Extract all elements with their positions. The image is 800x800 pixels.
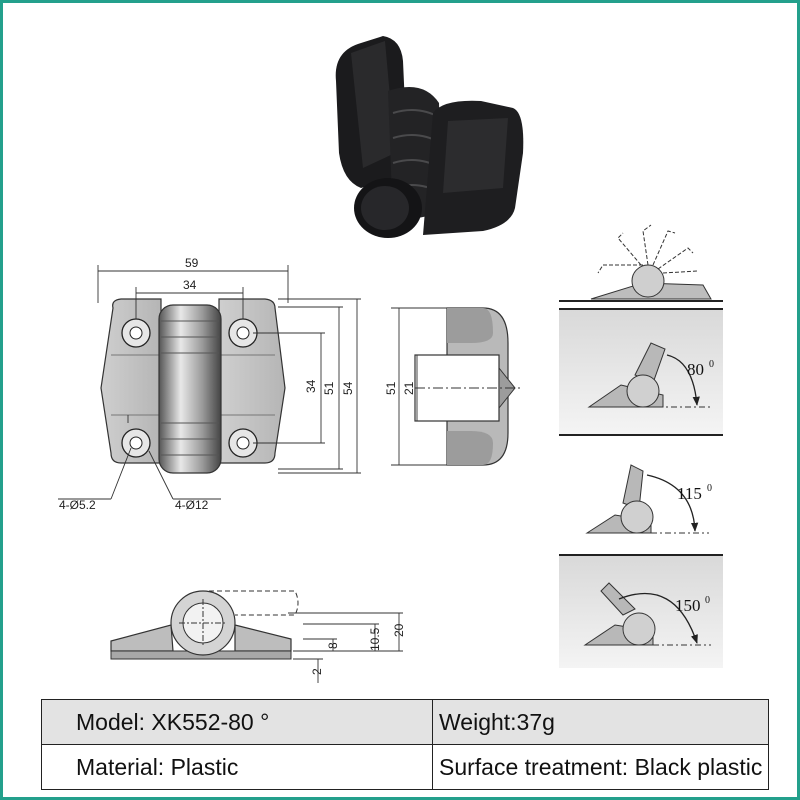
angle-80-value: 80 [687,360,704,379]
angle-115-value: 115 [677,484,702,503]
bottom-view: 20 10.5 8 2 [110,590,406,683]
dim-21: 21 [402,381,416,395]
hole-large-label: 4-Ø12 [175,498,209,512]
surface-cell: Surface treatment: Black plastic [432,744,769,790]
weight-cell: Weight:37g [432,699,769,745]
hole-small-label: 4-Ø5.2 [59,498,96,512]
dim-8: 8 [326,642,340,649]
dim-10-5: 10.5 [368,627,382,651]
angle-panel-80: 80 0 [559,308,723,436]
side-view: 51 21 [384,307,523,466]
dim-54: 54 [341,381,355,395]
dim-51-front: 51 [322,381,336,395]
dim-51-side: 51 [384,381,398,395]
angle-150-unit: 0 [705,595,710,606]
angle-panel-115: 115 0 [559,464,723,556]
spec-row: Material: Plastic Surface treatment: Bla… [41,744,769,790]
front-view: 59 34 34 51 54 4-Ø5.2 4-Ø12 [58,256,361,512]
dim-34-horizontal: 34 [183,278,197,292]
angle-150-value: 150 [675,596,701,615]
dim-20: 20 [392,623,406,637]
spec-row: Model: XK552-80 ° Weight:37g [41,699,769,745]
material-cell: Material: Plastic [41,744,433,790]
spec-table: Model: XK552-80 ° Weight:37g Material: P… [41,699,769,790]
rotation-range-sketch [559,224,723,302]
dim-2: 2 [310,668,324,675]
model-cell: Model: XK552-80 ° [41,699,433,745]
angle-panel-150: 150 0 [559,556,723,668]
dim-59: 59 [185,256,199,270]
dim-34-vertical: 34 [304,379,318,393]
angle-115-unit: 0 [707,483,712,494]
technical-drawing: 59 34 34 51 54 4-Ø5.2 4-Ø12 51 21 [58,36,723,683]
hinge-photo [335,36,524,238]
angle-80-unit: 0 [709,359,714,370]
